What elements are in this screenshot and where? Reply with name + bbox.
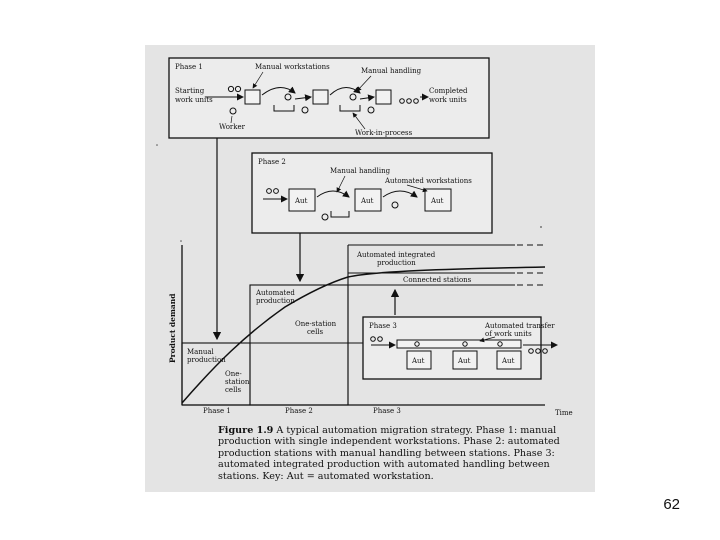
manual-workstation-2 xyxy=(312,89,329,105)
phase2-panel: Phase 2 Manual handling Automated workst… xyxy=(251,152,493,234)
transfer-line xyxy=(396,339,522,349)
demand-graph: Product demand Time Phase 1 Phase 2 Phas… xyxy=(168,138,573,417)
y-axis-label: Product demand xyxy=(168,293,177,363)
phase2-aut-label-3: Aut xyxy=(430,197,444,205)
phase3-panel: Phase 3 Automated transfer of work units… xyxy=(362,316,558,380)
phase2-aut-station-3 xyxy=(424,188,452,212)
automated-production-label: Automated xyxy=(255,289,295,297)
phase1-starting-label-2: work units xyxy=(175,96,213,104)
manual-production-label: Manual xyxy=(187,348,215,356)
phase2-aut-label-2: Aut xyxy=(360,197,374,205)
migration-strategy-diagram: Phase 1 Manual workstations Manual handl… xyxy=(156,57,573,417)
phase1-worker-label: Worker xyxy=(219,123,246,131)
phase3-aut-station-1 xyxy=(406,350,432,370)
phase1-manual-workstations-label: Manual workstations xyxy=(255,63,330,71)
figure-caption: Figure 1.9 A typical automation migratio… xyxy=(218,425,588,482)
phase1-completed-label-2: work units xyxy=(429,96,467,104)
phase3-aut-station-2 xyxy=(452,350,478,370)
phase3-aut-station-3 xyxy=(496,350,522,370)
phase2-aut-label-1: Aut xyxy=(294,197,308,205)
phase2-manual-handling-label: Manual handling xyxy=(330,167,391,175)
x-axis-label: Time xyxy=(555,409,573,417)
one-station-cells-left-2: station xyxy=(225,378,250,386)
phase2-title: Phase 2 xyxy=(258,158,286,166)
phase1-title: Phase 1 xyxy=(175,63,203,71)
phase1-wip-label: Work-in-process xyxy=(355,129,413,137)
phase-tick-1: Phase 1 xyxy=(203,407,231,415)
slide-number: 62 xyxy=(663,496,680,513)
one-station-cells-left-3: cells xyxy=(225,386,242,394)
phase1-manual-handling-label: Manual handling xyxy=(361,67,422,75)
phase-tick-2: Phase 2 xyxy=(285,407,313,415)
integrated-production-label: Automated integrated xyxy=(356,251,436,259)
phase3-aut-label-1: Aut xyxy=(411,357,425,365)
one-station-cells-mid: One-station xyxy=(295,320,337,328)
phase1-completed-label: Completed xyxy=(429,87,468,95)
phase1-starting-label: Starting xyxy=(175,87,205,95)
phase3-title: Phase 3 xyxy=(369,322,397,330)
phase3-aut-label-2: Aut xyxy=(457,357,471,365)
phase-tick-3: Phase 3 xyxy=(373,407,401,415)
one-station-cells-left: One- xyxy=(225,370,242,378)
manual-workstation-3 xyxy=(375,89,392,105)
one-station-cells-mid-2: cells xyxy=(307,328,324,336)
phase3-transfer-label: Automated transfer xyxy=(484,322,555,330)
scanned-figure: Phase 1 Manual workstations Manual handl… xyxy=(145,45,595,492)
caption-body: A typical automation migration strategy.… xyxy=(218,425,560,482)
caption-lead: Figure 1.9 xyxy=(218,425,274,436)
integrated-production-label-2: production xyxy=(377,259,416,267)
automated-production-label-2: production xyxy=(256,297,295,305)
phase2-aut-station-2 xyxy=(354,188,382,212)
phase3-aut-label-3: Aut xyxy=(501,357,515,365)
phase2-automated-workstations-label: Automated workstations xyxy=(384,177,472,185)
connected-stations-label: Connected stations xyxy=(403,276,472,284)
phase3-transfer-label-2: of work units xyxy=(485,330,532,338)
manual-workstation-1 xyxy=(244,89,261,105)
manual-production-label-2: production xyxy=(187,356,226,364)
phase2-aut-station-1 xyxy=(288,188,316,212)
phase1-panel: Phase 1 Manual workstations Manual handl… xyxy=(168,57,490,139)
demand-curve xyxy=(181,266,546,404)
